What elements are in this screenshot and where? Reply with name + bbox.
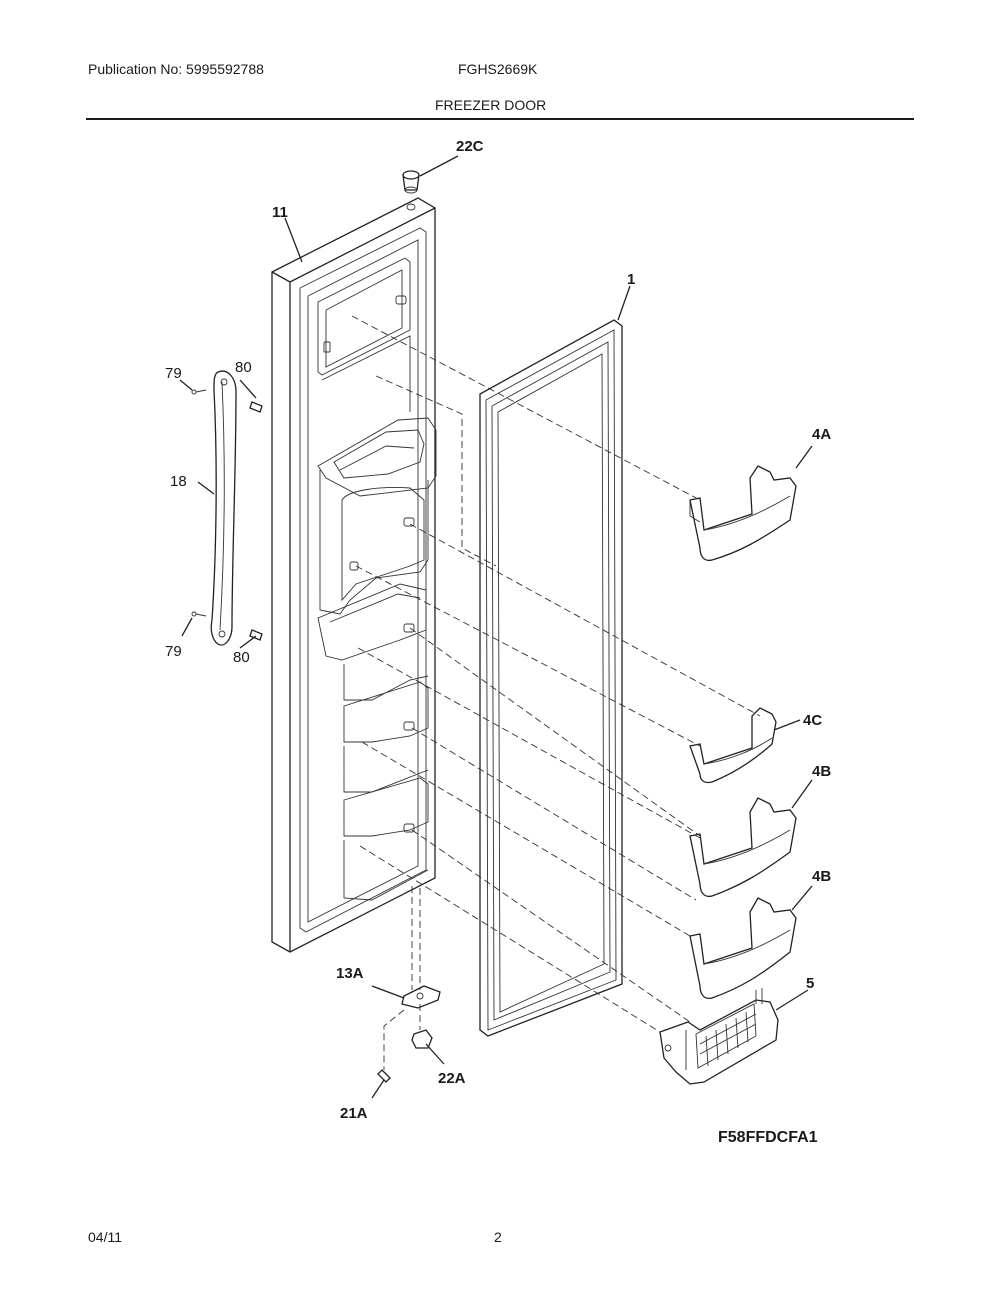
door-bin-4A — [689, 465, 797, 562]
header-rule — [86, 118, 914, 120]
part-label-4C: 4C — [803, 712, 822, 729]
leader-lines — [179, 155, 813, 1099]
wire-basket — [659, 988, 779, 1085]
publication-number: Publication No: 5995592788 — [88, 61, 264, 77]
door-bin-4B-lower — [689, 897, 797, 1000]
door-bin-4B-upper — [689, 797, 797, 898]
handle-screws — [191, 389, 263, 641]
part-label-11: 11 — [272, 204, 288, 221]
footer-page-number: 2 — [494, 1229, 502, 1245]
footer-date: 04/11 — [88, 1229, 122, 1245]
door-liner — [271, 197, 437, 953]
part-label-22C: 22C — [456, 138, 484, 155]
part-label-4A: 4A — [812, 426, 831, 443]
door-handle — [210, 370, 237, 646]
bottom-hinge-assembly — [377, 886, 441, 1083]
part-label-79-upper: 79 — [165, 365, 182, 382]
part-label-80-upper: 80 — [235, 359, 252, 376]
part-label-18: 18 — [170, 473, 187, 490]
part-label-79-lower: 79 — [165, 643, 182, 660]
part-label-5: 5 — [806, 975, 814, 992]
section-title: FREEZER DOOR — [435, 97, 547, 113]
part-label-4B-lower: 4B — [812, 868, 831, 885]
alignment-lines — [351, 315, 761, 1033]
door-bin-4C — [689, 707, 777, 784]
part-label-13A: 13A — [336, 965, 364, 982]
part-label-1: 1 — [627, 271, 635, 288]
part-label-80-lower: 80 — [233, 649, 250, 666]
part-label-22A: 22A — [438, 1070, 466, 1087]
model-number: FGHS2669K — [458, 61, 538, 77]
top-hinge-bushing — [402, 170, 420, 194]
part-label-4B-upper: 4B — [812, 763, 831, 780]
figure-code: F58FFDCFA1 — [718, 1129, 818, 1146]
part-label-21A: 21A — [340, 1105, 368, 1122]
door-gasket — [479, 319, 623, 1037]
